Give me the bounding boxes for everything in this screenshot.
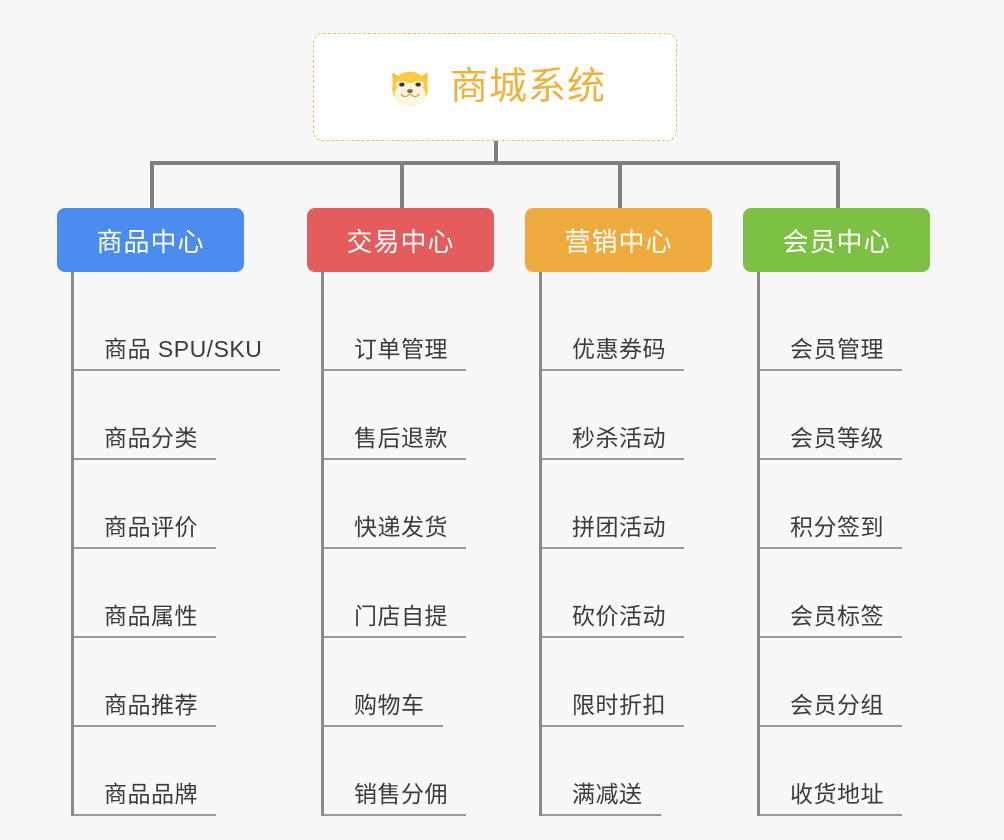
category-column-1: 商品中心 商品 SPU/SKU 商品分类 商品评价 商品属性 商品推荐 商品品牌 xyxy=(57,208,297,816)
list-item[interactable]: 商品属性 xyxy=(74,549,297,638)
leaf-label: 快递发货 xyxy=(354,514,448,540)
list-item[interactable]: 会员分组 xyxy=(760,638,983,727)
leaf-label: 销售分佣 xyxy=(354,781,448,807)
leaf-label: 满减送 xyxy=(572,781,643,807)
leaf-list-product: 商品 SPU/SKU 商品分类 商品评价 商品属性 商品推荐 商品品牌 xyxy=(71,272,297,816)
root-title: 商城系统 xyxy=(449,66,606,108)
list-item[interactable]: 商品推荐 xyxy=(74,638,297,727)
leaf-label: 会员分组 xyxy=(790,692,884,718)
leaf-label: 订单管理 xyxy=(354,336,448,362)
root-node[interactable]: 商城系统 xyxy=(313,33,677,141)
shiba-dog-face-icon xyxy=(384,61,436,113)
connector-drop-4 xyxy=(836,161,840,208)
leaf-list-marketing: 优惠券码 秒杀活动 拼团活动 砍价活动 限时折扣 满减送 xyxy=(539,272,765,816)
leaf-list-trade: 订单管理 售后退款 快递发货 门店自提 购物车 销售分佣 xyxy=(321,272,547,816)
leaf-label: 会员标签 xyxy=(790,603,884,629)
leaf-label: 商品属性 xyxy=(104,603,198,629)
category-label: 交易中心 xyxy=(346,226,455,257)
list-item[interactable]: 购物车 xyxy=(324,638,547,727)
leaf-label: 会员管理 xyxy=(790,336,884,362)
list-item[interactable]: 商品评价 xyxy=(74,460,297,549)
list-item[interactable]: 收货地址 xyxy=(760,727,983,816)
list-item[interactable]: 销售分佣 xyxy=(324,727,547,816)
list-item[interactable]: 售后退款 xyxy=(324,371,547,460)
category-header-marketing[interactable]: 营销中心 xyxy=(525,208,712,272)
list-item[interactable]: 会员标签 xyxy=(760,549,983,638)
leaf-label: 收货地址 xyxy=(790,781,884,807)
list-item[interactable]: 订单管理 xyxy=(324,282,547,371)
leaf-label: 商品分类 xyxy=(104,425,198,451)
category-label: 会员中心 xyxy=(782,226,891,257)
category-header-trade[interactable]: 交易中心 xyxy=(307,208,494,272)
leaf-label: 购物车 xyxy=(354,692,425,718)
leaf-label: 拼团活动 xyxy=(572,514,666,540)
list-item[interactable]: 优惠券码 xyxy=(542,282,765,371)
leaf-label: 商品品牌 xyxy=(104,781,198,807)
list-item[interactable]: 会员等级 xyxy=(760,371,983,460)
category-column-2: 交易中心 订单管理 售后退款 快递发货 门店自提 购物车 销售分佣 xyxy=(307,208,547,816)
leaf-label: 售后退款 xyxy=(354,425,448,451)
list-item[interactable]: 商品 SPU/SKU xyxy=(74,282,297,371)
connector-drop-3 xyxy=(618,161,622,208)
leaf-label: 积分签到 xyxy=(790,514,884,540)
category-column-4: 会员中心 会员管理 会员等级 积分签到 会员标签 会员分组 收货地址 xyxy=(743,208,983,816)
connector-horizontal-bus xyxy=(150,161,840,165)
list-item[interactable]: 拼团活动 xyxy=(542,460,765,549)
category-label: 营销中心 xyxy=(564,226,673,257)
list-item[interactable]: 商品分类 xyxy=(74,371,297,460)
leaf-label: 限时折扣 xyxy=(572,692,666,718)
leaf-label: 优惠券码 xyxy=(572,336,666,362)
list-item[interactable]: 门店自提 xyxy=(324,549,547,638)
category-label: 商品中心 xyxy=(96,226,205,257)
leaf-label: 秒杀活动 xyxy=(572,425,666,451)
category-column-3: 营销中心 优惠券码 秒杀活动 拼团活动 砍价活动 限时折扣 满减送 xyxy=(525,208,765,816)
list-item[interactable]: 积分签到 xyxy=(760,460,983,549)
connector-drop-1 xyxy=(150,161,154,208)
list-item[interactable]: 会员管理 xyxy=(760,282,983,371)
list-item[interactable]: 秒杀活动 xyxy=(542,371,765,460)
category-header-product[interactable]: 商品中心 xyxy=(57,208,244,272)
leaf-label: 会员等级 xyxy=(790,425,884,451)
leaf-label: 商品 SPU/SKU xyxy=(104,336,263,362)
leaf-label: 砍价活动 xyxy=(572,603,666,629)
leaf-label: 商品评价 xyxy=(104,514,198,540)
list-item[interactable]: 商品品牌 xyxy=(74,727,297,816)
category-header-member[interactable]: 会员中心 xyxy=(743,208,930,272)
list-item[interactable]: 满减送 xyxy=(542,727,765,816)
list-item[interactable]: 快递发货 xyxy=(324,460,547,549)
leaf-list-member: 会员管理 会员等级 积分签到 会员标签 会员分组 收货地址 xyxy=(757,272,983,816)
list-item[interactable]: 限时折扣 xyxy=(542,638,765,727)
connector-root-stem xyxy=(494,141,498,165)
connector-drop-2 xyxy=(400,161,404,208)
list-item[interactable]: 砍价活动 xyxy=(542,549,765,638)
leaf-label: 门店自提 xyxy=(354,603,448,629)
leaf-label: 商品推荐 xyxy=(104,692,198,718)
